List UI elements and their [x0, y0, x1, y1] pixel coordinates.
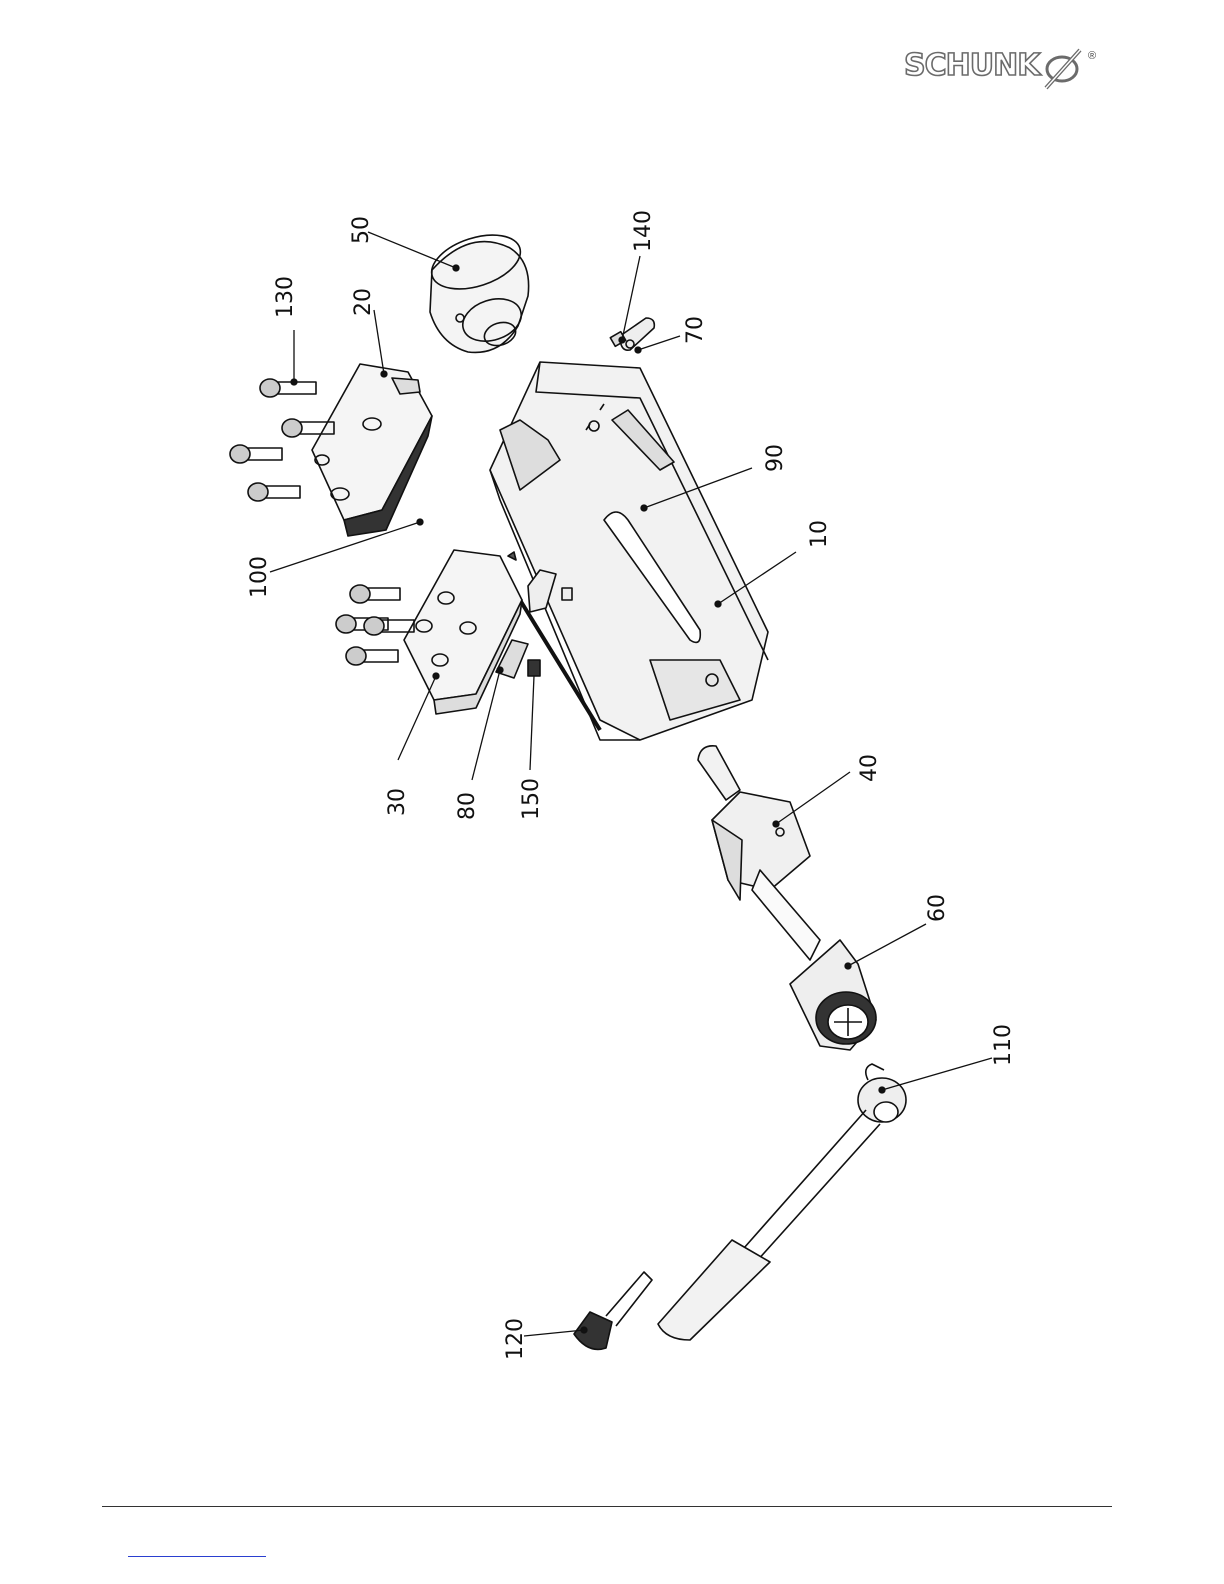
callout-140: 140: [631, 210, 656, 252]
callout-150: 150: [519, 778, 544, 820]
callout-80: 80: [455, 792, 480, 820]
callout-90: 90: [763, 444, 788, 472]
part-30-jaw-plain: [404, 550, 522, 714]
part-20-jaw-serrated: [312, 364, 432, 536]
footer-rule: [102, 1506, 1112, 1507]
callout-10: 10: [807, 520, 832, 548]
callout-50: 50: [349, 216, 374, 244]
callout-110: 110: [991, 1024, 1016, 1066]
footer-link-underline[interactable]: [128, 1556, 266, 1557]
callout-30: 30: [385, 788, 410, 816]
callout-100: 100: [247, 556, 272, 598]
part-120-knurled-screw: [574, 1272, 652, 1349]
screws-lower: [336, 585, 414, 665]
callout-20: 20: [351, 288, 376, 316]
callout-130: 130: [273, 276, 298, 318]
part-10-base-body: [490, 362, 768, 740]
part-50-cylinder: [425, 225, 529, 353]
part-40-spindle: [698, 746, 820, 960]
callout-70: 70: [683, 316, 708, 344]
callout-40: 40: [857, 754, 882, 782]
part-60-handwheel: [790, 940, 876, 1050]
callout-120: 120: [503, 1318, 528, 1360]
part-110-crank-handle: [658, 1064, 906, 1340]
callout-60: 60: [925, 894, 950, 922]
